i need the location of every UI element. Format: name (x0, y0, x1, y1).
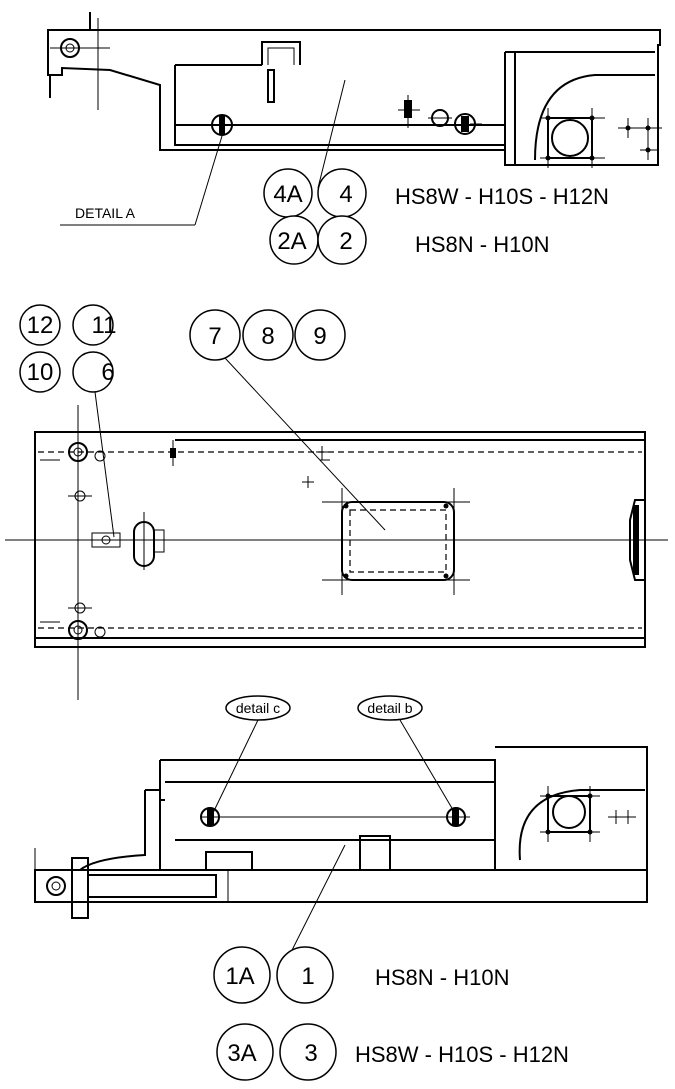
detail-b-label: detail b (367, 700, 412, 716)
bottom-view-assembly (34, 719, 648, 969)
callout-9: 9 (313, 323, 326, 350)
top-models-row2: HS8N - H10N (415, 232, 549, 257)
detail-c-label: detail c (236, 700, 280, 716)
callout-4: 4 (339, 181, 352, 208)
callout-8: 8 (261, 323, 274, 350)
callout-2: 2 (339, 228, 352, 255)
callout-1a: 1A (225, 963, 254, 990)
middle-callouts: 12 11 10 6 7 8 9 (19, 304, 346, 393)
bottom-models-row1: HS8N - H10N (375, 965, 509, 990)
callout-12: 12 (27, 312, 54, 339)
top-view-assembly (47, 12, 662, 226)
detail-labels: detail c detail b (225, 695, 423, 721)
detail-a-label: DETAIL A (75, 205, 136, 221)
callout-3a: 3A (227, 1040, 256, 1067)
top-callouts: 4A 4 2A 2 (263, 168, 367, 265)
callout-2a: 2A (277, 228, 306, 255)
callout-10: 10 (27, 359, 54, 386)
callout-4a: 4A (273, 181, 302, 208)
callout-1: 1 (301, 963, 314, 990)
callout-7: 7 (208, 323, 221, 350)
callout-6: 6 (101, 359, 114, 386)
callout-11: 11 (92, 312, 117, 339)
callout-3: 3 (304, 1040, 317, 1067)
bottom-callouts: 1A 1 3A 3 (213, 946, 337, 1081)
bottom-models-row2: HS8W - H10S - H12N (355, 1042, 569, 1067)
middle-view-panel (5, 357, 668, 700)
top-models-row1: HS8W - H10S - H12N (395, 184, 609, 209)
